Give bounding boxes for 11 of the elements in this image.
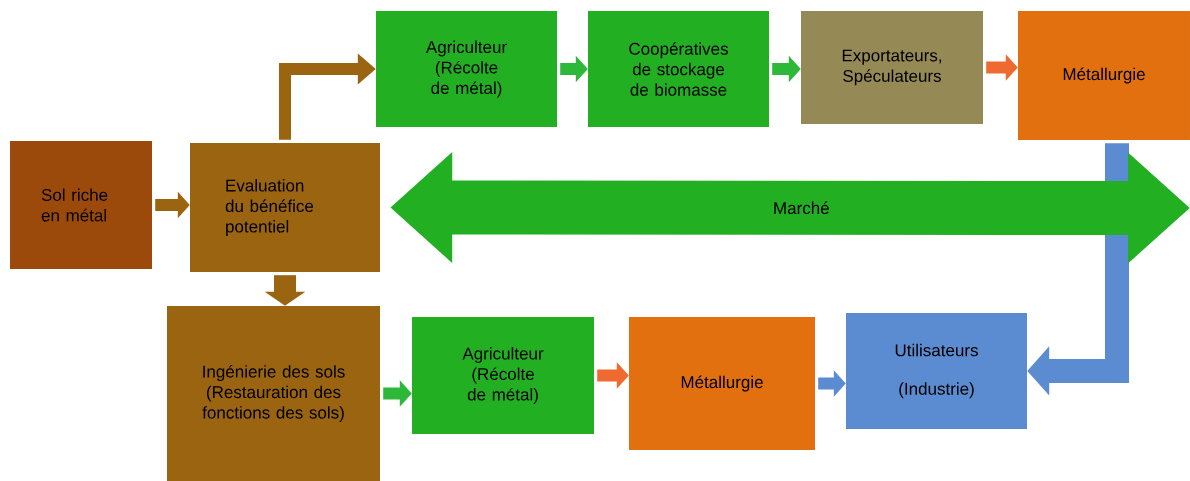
process-box: Agriculteur (Récolte de métal) [412, 317, 594, 434]
process-box: Evaluation du bénéfice potentiel [190, 143, 380, 272]
process-box: Agriculteur (Récolte de métal) [376, 11, 557, 127]
process-box: Utilisateurs (Industrie) [846, 313, 1027, 429]
process-box: Métallurgie [1018, 11, 1190, 140]
edge-label: Marché [771, 200, 831, 216]
process-box: Coopératives de stockage de biomasse [588, 11, 769, 127]
process-box: Métallurgie [629, 317, 815, 450]
process-box: Exportateurs, Spéculateurs [801, 11, 983, 124]
process-box: Sol riche en métal [10, 141, 152, 269]
process-box: Ingénierie des sols (Restauration des fonctions des sols) [167, 306, 380, 481]
